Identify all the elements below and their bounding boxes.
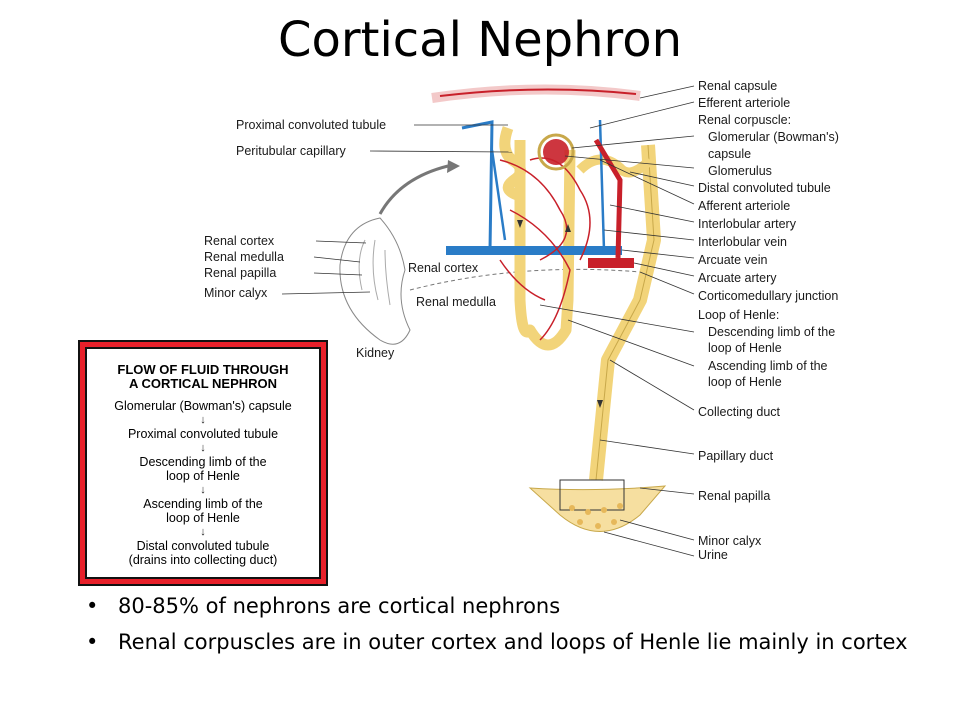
- bullet-icon: •: [86, 630, 99, 654]
- arcuate-vein: [446, 246, 622, 255]
- bullet-item: • 80-85% of nephrons are cortical nephro…: [86, 592, 916, 620]
- arcuate-artery: [588, 258, 634, 268]
- label-capsule: capsule: [708, 147, 751, 161]
- flow-step: Descending limb of the loop of Henle: [139, 455, 267, 483]
- label-minor-calyx: Minor calyx: [698, 534, 762, 548]
- down-arrow-icon: ↓: [200, 526, 206, 538]
- slide-title: Cortical Nephron: [278, 12, 682, 68]
- down-arrow-icon: ↓: [200, 442, 206, 454]
- flow-title-line2: A CORTICAL NEPHRON: [128, 376, 278, 391]
- label-interlobular-vein: Interlobular vein: [698, 235, 787, 249]
- bullet-text: Renal corpuscles are in outer cortex and…: [118, 630, 908, 654]
- peritubular-vein: [490, 119, 606, 251]
- label-arcuate-artery: Arcuate artery: [698, 271, 777, 285]
- label-proximal-tubule: Proximal convoluted tubule: [236, 118, 386, 132]
- down-arrow-icon: ↓: [200, 414, 206, 426]
- flow-box-title: FLOW OF FLUID THROUGH A CORTICAL NEPHRON: [87, 363, 319, 391]
- label-arcuate-vein: Arcuate vein: [698, 253, 768, 267]
- collecting-duct-outline: [595, 144, 655, 481]
- kidney-outline: [339, 217, 411, 345]
- kidney-pointer-head: [447, 160, 460, 173]
- renal-papilla-fan: [528, 485, 667, 532]
- flow-steps: Glomerular (Bowman's) capsule ↓ Proximal…: [87, 399, 319, 567]
- label-interlobular-artery: Interlobular artery: [698, 217, 797, 231]
- interlobular-vein: [461, 120, 494, 251]
- flow-box-content: FLOW OF FLUID THROUGH A CORTICAL NEPHRON…: [85, 347, 321, 579]
- label-afferent-arteriole: Afferent arteriole: [698, 199, 790, 213]
- label-descending-limb: Descending limb of the: [708, 325, 835, 339]
- kidney-caption: Kidney: [356, 346, 395, 360]
- label-glomerular-capsule: Glomerular (Bowman's): [708, 130, 839, 144]
- label-loop-of-henle: Loop of Henle:: [698, 308, 779, 322]
- flow-step: Glomerular (Bowman's) capsule: [114, 399, 292, 413]
- label-efferent-arteriole: Efferent arteriole: [698, 96, 790, 110]
- label-renal-medulla-inner: Renal medulla: [416, 295, 496, 309]
- kidney-label-medulla: Renal medulla: [204, 250, 284, 264]
- capsule-artery: [439, 88, 637, 97]
- bullet-text: 80-85% of nephrons are cortical nephrons: [118, 594, 561, 618]
- flow-step: Distal convoluted tubule (drains into co…: [128, 539, 278, 567]
- label-collecting-duct: Collecting duct: [698, 405, 781, 419]
- label-glomerulus: Glomerulus: [708, 164, 772, 178]
- kidney-label-cortex: Renal cortex: [204, 234, 275, 248]
- label-corticomedullary-junction: Corticomedullary junction: [698, 289, 838, 303]
- label-renal-capsule: Renal capsule: [698, 79, 777, 93]
- down-arrow-icon: ↓: [200, 484, 206, 496]
- label-peritubular-capillary: Peritubular capillary: [236, 144, 347, 158]
- loop-of-henle: [514, 140, 576, 351]
- label-distal-tubule: Distal convoluted tubule: [698, 181, 831, 195]
- peritubular-capillaries: [499, 157, 591, 341]
- collecting-duct: [589, 144, 661, 481]
- label-ascending-limb-2: loop of Henle: [708, 375, 782, 389]
- label-renal-papilla: Renal papilla: [698, 489, 770, 503]
- label-ascending-limb: Ascending limb of the: [708, 359, 828, 373]
- distal-tubule: [576, 154, 654, 178]
- label-urine: Urine: [698, 548, 728, 562]
- bullet-item: • Renal corpuscles are in outer cortex a…: [86, 628, 916, 656]
- glomerulus-shape: [543, 139, 569, 165]
- label-renal-corpuscle: Renal corpuscle:: [698, 113, 791, 127]
- papilla-box: [559, 479, 625, 511]
- label-papillary-duct: Papillary duct: [698, 449, 774, 463]
- bullet-icon: •: [86, 594, 99, 618]
- bowmans-capsule-shape: [537, 133, 575, 171]
- flow-step: Proximal convoluted tubule: [127, 427, 279, 441]
- bullet-list: • 80-85% of nephrons are cortical nephro…: [86, 592, 916, 664]
- kidney-pointer-arrow: [378, 164, 449, 215]
- flow-of-fluid-box: FLOW OF FLUID THROUGH A CORTICAL NEPHRON…: [78, 340, 328, 586]
- label-descending-limb-2: loop of Henle: [708, 341, 782, 355]
- proximal-tubule: [499, 126, 526, 202]
- kidney-label-calyx: Minor calyx: [204, 286, 268, 300]
- flow-step: Ascending limb of the loop of Henle: [143, 497, 263, 525]
- label-renal-cortex-inner: Renal cortex: [408, 261, 479, 275]
- kidney-label-papilla: Renal papilla: [204, 266, 276, 280]
- flow-title-line1: FLOW OF FLUID THROUGH: [117, 362, 289, 377]
